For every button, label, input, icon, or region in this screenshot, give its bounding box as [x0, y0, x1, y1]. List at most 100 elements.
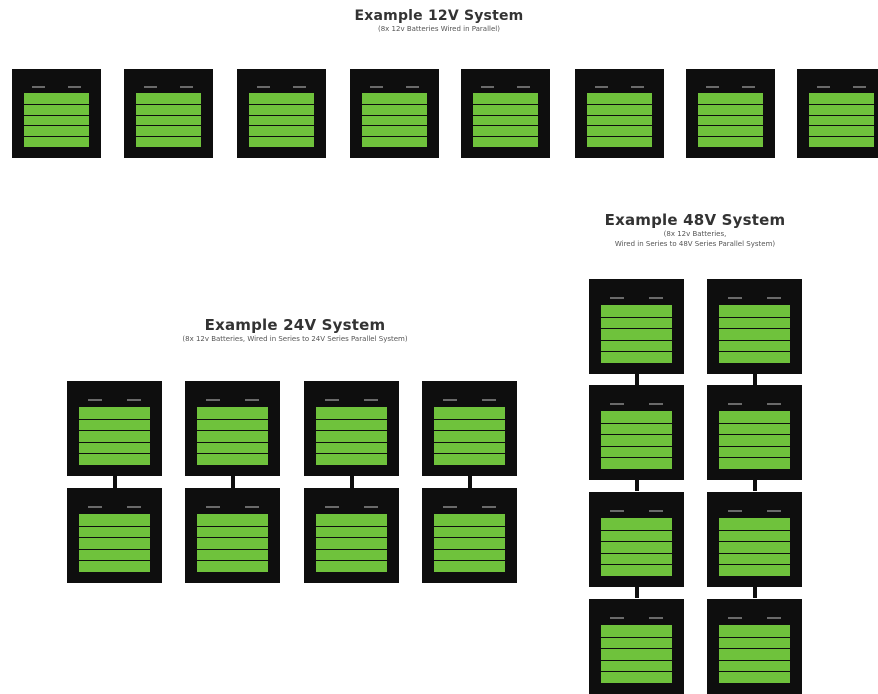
- cell-divider: [601, 317, 672, 318]
- cell-divider: [197, 549, 268, 550]
- cell-divider: [79, 549, 150, 550]
- cell-divider: [79, 537, 150, 538]
- battery-24v: [304, 488, 399, 583]
- battery-terminal-negative: [610, 617, 624, 619]
- battery-charge-cells: [698, 93, 763, 147]
- battery-charge-cells: [473, 93, 538, 147]
- cell-divider: [719, 434, 790, 435]
- cell-divider: [698, 104, 763, 105]
- cell-divider: [434, 549, 505, 550]
- battery-48v: [589, 385, 684, 480]
- cell-divider: [197, 430, 268, 431]
- cell-divider: [601, 637, 672, 638]
- battery-12v: [461, 69, 550, 158]
- cell-divider: [587, 115, 652, 116]
- cell-divider: [434, 419, 505, 420]
- series-link: [753, 587, 757, 598]
- battery-charge-cells: [434, 407, 505, 465]
- cell-divider: [719, 457, 790, 458]
- battery-terminal-positive: [767, 510, 781, 512]
- cell-divider: [809, 104, 874, 105]
- battery-terminal-negative: [595, 86, 608, 88]
- battery-terminal-negative: [206, 399, 220, 401]
- battery-24v: [422, 381, 517, 476]
- battery-12v: [124, 69, 213, 158]
- cell-divider: [434, 430, 505, 431]
- cell-divider: [809, 125, 874, 126]
- battery-terminal-positive: [293, 86, 306, 88]
- battery-terminal-negative: [728, 617, 742, 619]
- cell-divider: [316, 526, 387, 527]
- series-link: [635, 587, 639, 598]
- cell-divider: [197, 537, 268, 538]
- subtitle-24v-system: (8x 12v Batteries, Wired in Series to 24…: [182, 335, 408, 343]
- battery-terminal-positive: [406, 86, 419, 88]
- battery-terminal-positive: [767, 403, 781, 405]
- battery-terminal-positive: [853, 86, 866, 88]
- battery-charge-cells: [719, 625, 790, 683]
- cell-divider: [316, 430, 387, 431]
- cell-divider: [601, 457, 672, 458]
- battery-charge-cells: [79, 407, 150, 465]
- battery-terminal-negative: [32, 86, 45, 88]
- battery-terminal-positive: [767, 617, 781, 619]
- battery-terminal-negative: [610, 297, 624, 299]
- cell-divider: [587, 104, 652, 105]
- cell-divider: [719, 423, 790, 424]
- cell-divider: [249, 104, 314, 105]
- battery-charge-cells: [587, 93, 652, 147]
- cell-divider: [249, 136, 314, 137]
- battery-48v: [707, 279, 802, 374]
- battery-terminal-negative: [325, 399, 339, 401]
- cell-divider: [601, 328, 672, 329]
- cell-divider: [79, 430, 150, 431]
- battery-terminal-positive: [482, 506, 496, 508]
- battery-24v: [422, 488, 517, 583]
- battery-charge-cells: [197, 407, 268, 465]
- series-link: [753, 480, 757, 491]
- cell-divider: [719, 317, 790, 318]
- battery-charge-cells: [434, 514, 505, 572]
- cell-divider: [79, 560, 150, 561]
- heading-12v: Example 12V System (8x 12v Batteries Wir…: [289, 8, 589, 34]
- cell-divider: [719, 328, 790, 329]
- battery-terminal-positive: [68, 86, 81, 88]
- cell-divider: [136, 115, 201, 116]
- cell-divider: [719, 553, 790, 554]
- cell-divider: [136, 104, 201, 105]
- cell-divider: [601, 660, 672, 661]
- battery-terminal-positive: [245, 506, 259, 508]
- cell-divider: [587, 125, 652, 126]
- cell-divider: [587, 136, 652, 137]
- cell-divider: [473, 125, 538, 126]
- series-link: [231, 476, 235, 488]
- cell-divider: [79, 442, 150, 443]
- battery-terminal-positive: [649, 617, 663, 619]
- battery-terminal-negative: [610, 403, 624, 405]
- cell-divider: [719, 637, 790, 638]
- cell-divider: [24, 104, 89, 105]
- cell-divider: [698, 125, 763, 126]
- cell-divider: [809, 136, 874, 137]
- battery-12v: [686, 69, 775, 158]
- cell-divider: [197, 419, 268, 420]
- battery-charge-cells: [24, 93, 89, 147]
- battery-terminal-positive: [631, 86, 644, 88]
- battery-terminal-negative: [728, 297, 742, 299]
- cell-divider: [698, 115, 763, 116]
- cell-divider: [24, 125, 89, 126]
- battery-24v: [185, 381, 280, 476]
- battery-charge-cells: [601, 411, 672, 469]
- cell-divider: [601, 648, 672, 649]
- battery-terminal-positive: [127, 399, 141, 401]
- cell-divider: [197, 442, 268, 443]
- battery-charge-cells: [601, 625, 672, 683]
- battery-12v: [575, 69, 664, 158]
- cell-divider: [136, 125, 201, 126]
- battery-12v: [350, 69, 439, 158]
- battery-terminal-positive: [649, 403, 663, 405]
- battery-terminal-positive: [517, 86, 530, 88]
- cell-divider: [601, 351, 672, 352]
- cell-divider: [434, 453, 505, 454]
- cell-divider: [316, 549, 387, 550]
